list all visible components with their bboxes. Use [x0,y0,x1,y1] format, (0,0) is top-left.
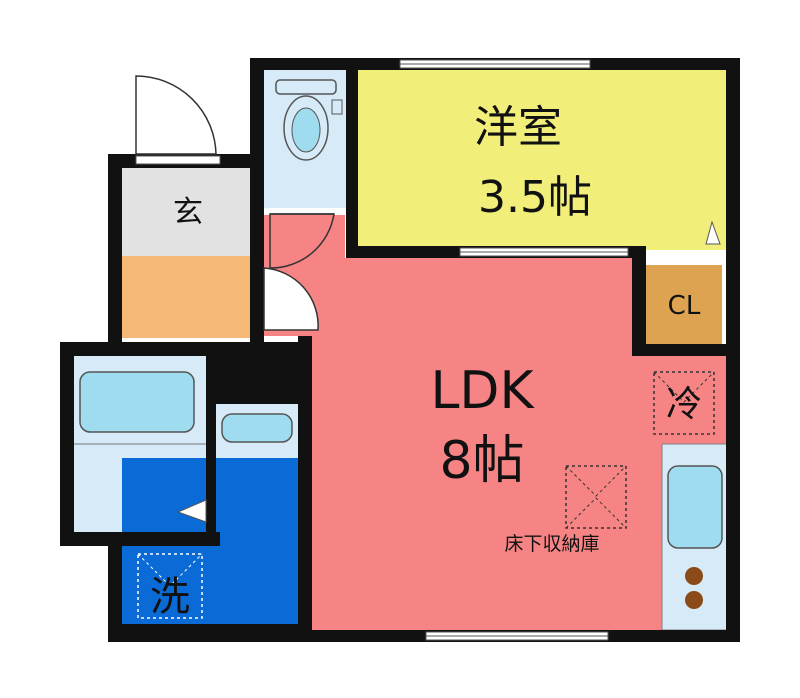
western-room-size: 3.5帖 [478,172,592,223]
floor-storage-label: 床下収納庫 [504,533,599,555]
ldk-name: LDK [430,361,535,421]
floor-storage-hatch [565,465,627,529]
washer-space [137,553,203,619]
stove-icon [685,567,703,609]
western-room-name: 洋室 [474,102,562,153]
entrance-label: 玄 [173,195,203,230]
washbasin-icon [221,413,293,443]
refrigerator-label: 冷 [666,384,702,425]
ldk-size: 8帖 [439,431,524,491]
washer-label: 洗 [150,574,190,620]
toilet-icon [275,79,343,161]
western-room [356,68,728,250]
closet-label: CL [668,291,701,321]
bathtub-icon [74,371,207,523]
refrigerator-space [653,371,715,435]
kitchen-sink-icon [667,465,723,549]
closet-marker-icon [705,220,721,245]
ldk-room [264,215,728,632]
windows [135,59,629,641]
entrance-floor [122,256,252,338]
closet [646,265,722,345]
door-swings [135,75,335,331]
entrance-room [122,168,252,256]
